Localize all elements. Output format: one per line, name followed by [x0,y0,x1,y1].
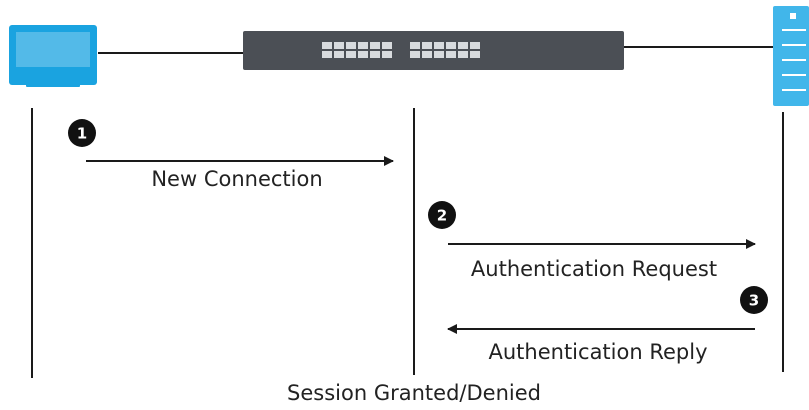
step-2-number: 2 [437,207,447,225]
switch-port [422,51,432,58]
step-2-label: Authentication Request [471,257,717,281]
switch-port [370,51,380,58]
switch-port [434,42,444,49]
switch-port [458,42,468,49]
step-1-badge [68,119,96,147]
switch-port [346,51,356,58]
server-icon [773,6,809,106]
switch-port [334,51,344,58]
step-3-badge [740,286,768,314]
switch-port [410,51,420,58]
step-3: 3 Authentication Reply [447,286,768,364]
switch-port [358,51,368,58]
switch-port [434,51,444,58]
computer-icon [9,25,97,87]
step-1-label: New Connection [151,167,322,191]
switch-port [382,42,392,49]
switch-port [346,42,356,49]
switch-port [410,42,420,49]
switch-port [458,51,468,58]
switch-port [382,51,392,58]
switch-port [470,51,480,58]
switch-port [322,42,332,49]
switch-port [470,42,480,49]
switch-port [322,51,332,58]
switch-port [334,42,344,49]
step-2-badge [428,201,456,229]
step-2: 2 Authentication Request [428,201,756,281]
step-1: 1 New Connection [68,119,394,191]
switch-port [446,51,456,58]
switch-port [358,42,368,49]
step-3-number: 3 [749,292,759,310]
switch-port [422,42,432,49]
switch-port [446,42,456,49]
session-result-label: Session Granted/Denied [287,381,541,405]
switch-port [370,42,380,49]
switch-icon [243,31,624,70]
step-1-number: 1 [77,125,87,143]
step-3-label: Authentication Reply [489,340,708,364]
